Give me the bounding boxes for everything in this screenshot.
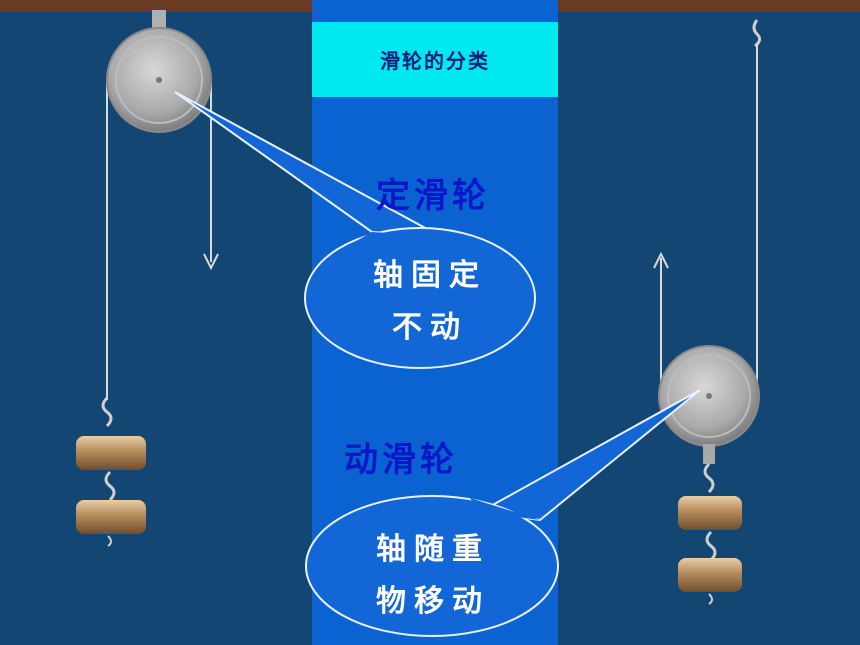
movable-weight-bottom (678, 558, 742, 592)
fixed-weight-loop-icon (107, 535, 112, 547)
fixed-weight-bottom (76, 500, 146, 534)
fixed-pulley-mount (152, 10, 166, 32)
fixed-pulley-heading: 定滑轮 (376, 176, 490, 216)
movable-pulley-bracket (703, 444, 715, 464)
title-box: 滑轮的分类 (312, 22, 558, 97)
movable-callout-bubble (305, 495, 559, 637)
pull-up-arrow-icon (653, 251, 669, 269)
movable-weight-top (678, 496, 742, 530)
movable-callout-text: 轴随重 物移动 (338, 524, 528, 628)
fixed-pulley-callout (174, 91, 536, 369)
movable-weight-loop-icon (708, 593, 713, 605)
fixed-callout-text: 轴固定 不动 (340, 250, 520, 354)
movable-pulley-assembly (653, 19, 762, 605)
movable-callout-line1: 轴随重 (376, 532, 490, 567)
movable-pulley-rim (667, 354, 751, 438)
movable-pulley-axle (706, 393, 712, 399)
movable-pulley-heading: 动滑轮 (344, 440, 458, 480)
fixed-hook-icon (101, 396, 113, 428)
fixed-callout-line1: 轴固定 (373, 258, 487, 293)
fixed-callout-joint (330, 232, 440, 256)
pull-down-arrow-icon (203, 253, 219, 271)
fixed-callout-bubble (304, 227, 536, 369)
movable-callout-pointer (476, 389, 701, 522)
movable-weight-hook-icon (705, 530, 717, 562)
fixed-pulley-assembly (76, 10, 219, 547)
fixed-callout-line2: 不动 (392, 310, 468, 345)
fixed-pulley-rim (115, 36, 203, 124)
movable-callout-line2: 物移动 (376, 584, 490, 619)
fixed-weight-top (76, 436, 146, 470)
movable-pulley-callout (305, 389, 701, 637)
ceiling-hook-icon (752, 19, 762, 48)
fixed-weight-hook-icon (104, 470, 116, 502)
fixed-pulley-axle (156, 77, 162, 83)
slide-title: 滑轮的分类 (380, 49, 490, 73)
movable-callout-joint (470, 498, 540, 520)
movable-hook-icon (703, 462, 715, 494)
